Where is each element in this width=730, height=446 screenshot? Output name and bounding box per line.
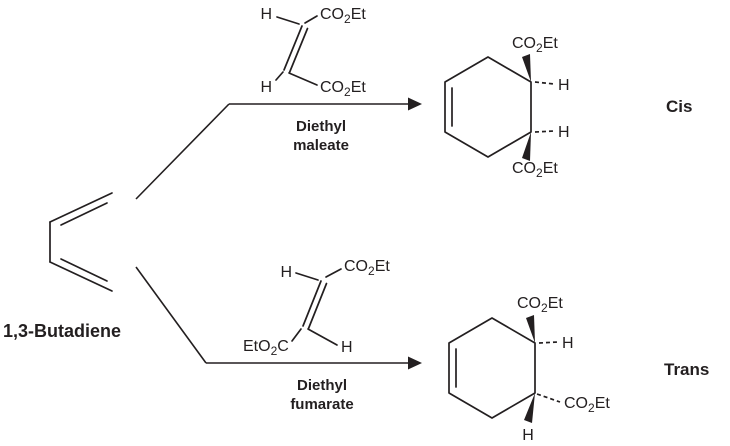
maleate-co2et-bottom: CO2Et <box>320 79 366 99</box>
fumarate-bond-h-top <box>295 272 319 281</box>
maleate-bond-h-top <box>276 16 300 25</box>
fumarate-bond-ester-bottom <box>291 328 302 342</box>
trans-dashed-bond-ester-right <box>536 393 561 403</box>
co2et-co: CO <box>512 160 536 177</box>
arrow-bottom: Diethyl fumarate <box>135 266 422 413</box>
cis-wedge-bond-bottom <box>522 132 531 161</box>
maleate-bond-h-bottom <box>275 71 284 81</box>
co2et-co: CO <box>320 79 344 96</box>
co2et-co: CO <box>344 258 368 275</box>
arrow-top-diagonal <box>135 103 230 200</box>
trans-co2et-top: CO2Et <box>517 295 563 315</box>
co2et-sub2: 2 <box>536 166 543 180</box>
diethyl-fumarate-structure: H CO2Et EtO2C H <box>243 258 390 358</box>
cis-product-structure: CO2Et H H CO2Et Cis <box>444 35 692 180</box>
co2et-et: Et <box>375 258 391 275</box>
co2et-sub2: 2 <box>344 12 351 26</box>
fumarate-bond-ester-top <box>325 268 342 278</box>
co2et-sub2: 2 <box>588 401 595 415</box>
fumarate-caption-line1: Diethyl <box>297 377 347 394</box>
arrow-top: Diethyl maleate <box>135 97 422 200</box>
co2et-sub2: 2 <box>536 41 543 55</box>
trans-h-bottom: H <box>522 427 534 444</box>
butadiene-bond-c3c4 <box>49 261 113 292</box>
cis-label: Cis <box>666 97 692 116</box>
co2et-co: CO <box>564 395 588 412</box>
fumarate-double-bond-a <box>302 280 322 327</box>
cis-h-top: H <box>558 77 570 94</box>
cis-co2et-top: CO2Et <box>512 35 558 55</box>
fumarate-h-top: H <box>280 264 292 281</box>
co2et-co: CO <box>320 6 344 23</box>
maleate-bond-ester-top <box>304 15 318 24</box>
maleate-bond-ester-bottom <box>288 72 318 86</box>
butadiene-label: 1,3-Butadiene <box>3 321 121 341</box>
butadiene-structure: 1,3-Butadiene <box>3 192 121 341</box>
trans-label: Trans <box>664 360 709 379</box>
eto2c-c: C <box>277 338 289 355</box>
maleate-h-top: H <box>260 6 272 23</box>
cis-co2et-bottom: CO2Et <box>512 160 558 180</box>
trans-product-structure: CO2Et H CO2Et H Trans <box>448 295 709 444</box>
butadiene-double-bond-inner-top <box>60 202 108 226</box>
co2et-co: CO <box>517 295 541 312</box>
trans-co2et-right: CO2Et <box>564 395 610 415</box>
eto2c-eto: EtO <box>243 338 271 355</box>
trans-cyclohexene-ring <box>448 317 536 419</box>
co2et-et: Et <box>595 395 611 412</box>
co2et-sub2: 2 <box>344 85 351 99</box>
fumarate-double-bond-b <box>307 282 328 330</box>
maleate-co2et-top: CO2Et <box>320 6 366 26</box>
fumarate-h-bottom: H <box>341 339 353 356</box>
trans-dashed-bond-h-top <box>538 341 559 344</box>
fumarate-caption-line2: fumarate <box>290 396 353 413</box>
co2et-co: CO <box>512 35 536 52</box>
maleate-double-bond-a <box>283 25 303 71</box>
diethyl-maleate-structure: H CO2Et H CO2Et <box>260 6 366 99</box>
eto2c-sub2: 2 <box>271 344 278 358</box>
trans-wedge-bond-bottom <box>524 393 535 423</box>
cis-dashed-bond-h-bottom <box>534 130 555 133</box>
trans-wedge-bond-top <box>526 315 535 343</box>
co2et-et: Et <box>351 6 367 23</box>
co2et-sub2: 2 <box>368 264 375 278</box>
co2et-et: Et <box>543 160 559 177</box>
maleate-double-bond-b <box>288 27 309 74</box>
maleate-h-bottom: H <box>260 79 272 96</box>
cis-cyclohexene-ring <box>444 56 532 158</box>
arrow-top-head <box>408 97 422 111</box>
fumarate-eto2c-bottom: EtO2C <box>243 338 289 358</box>
co2et-et: Et <box>543 35 559 52</box>
cis-wedge-bond-top <box>522 54 531 82</box>
butadiene-bond-c1c2 <box>49 192 113 223</box>
co2et-et: Et <box>351 79 367 96</box>
arrow-bottom-diagonal <box>135 266 207 364</box>
trans-h-top: H <box>562 335 574 352</box>
cis-h-bottom: H <box>558 124 570 141</box>
co2et-et: Et <box>548 295 564 312</box>
fumarate-co2et-top: CO2Et <box>344 258 390 278</box>
co2et-sub2: 2 <box>541 301 548 315</box>
maleate-caption-line2: maleate <box>293 137 349 154</box>
cis-dashed-bond-h-top <box>534 81 555 85</box>
maleate-caption-line1: Diethyl <box>296 118 346 135</box>
butadiene-double-bond-inner-bottom <box>60 258 108 282</box>
fumarate-bond-h-bottom <box>307 328 338 346</box>
arrow-bottom-head <box>408 356 422 370</box>
